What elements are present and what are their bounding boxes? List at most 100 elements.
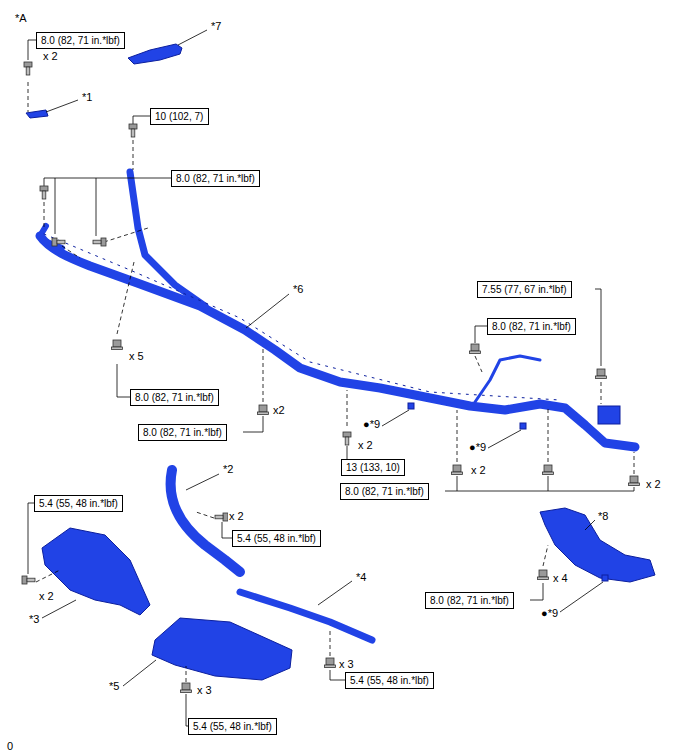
torque-value: 5.4 (55, 48 in.*lbf): [39, 498, 118, 509]
install-line: [634, 452, 635, 474]
callout-number: *A: [14, 12, 28, 25]
leader-line: [123, 660, 156, 686]
part-detail: [44, 234, 560, 400]
torque-box: 5.4 (55, 48 in.*lbf): [34, 495, 123, 512]
torque-box: 8.0 (82, 71 in.*lbf): [36, 32, 125, 49]
install-line: [543, 545, 548, 566]
install-line: [28, 82, 29, 112]
torque-box: 8.0 (82, 71 in.*lbf): [340, 483, 429, 500]
leader-line: [595, 289, 601, 366]
callout-number: *6: [292, 283, 304, 296]
torque-box: 5.4 (55, 48 in.*lbf): [188, 718, 277, 735]
install-line: [347, 390, 348, 426]
quantity-label: x 2: [357, 439, 374, 452]
leader-line: [560, 582, 603, 612]
callout-number: *3: [28, 613, 40, 626]
install-line: [263, 348, 264, 402]
quantity-label: x2: [272, 404, 286, 417]
torque-value: 8.0 (82, 71 in.*lbf): [176, 173, 255, 184]
leader-line: [133, 116, 150, 124]
torque-value: 8.0 (82, 71 in.*lbf): [492, 321, 571, 332]
torque-box: 13 (133, 10): [341, 459, 405, 476]
leader-line: [488, 430, 521, 448]
callout-number: *2: [222, 463, 234, 476]
install-line: [196, 512, 214, 518]
quantity-label: x 2: [38, 590, 55, 603]
install-line: [330, 630, 331, 656]
torque-box: 10 (102, 7): [150, 108, 209, 125]
leader-line: [246, 294, 289, 328]
torque-value: 8.0 (82, 71 in.*lbf): [41, 35, 120, 46]
quantity-label: x 4: [552, 572, 569, 585]
install-line: [62, 246, 80, 258]
quantity-label: x 2: [645, 478, 662, 491]
leader-line: [243, 416, 263, 432]
heat-insulator: [42, 528, 150, 615]
torque-box: 7.55 (77, 67 in.*lbf): [477, 281, 572, 298]
wire-harness: [475, 356, 540, 402]
quantity-label: x 2: [42, 50, 59, 63]
leader-line: [530, 583, 543, 600]
torque-box: 8.0 (82, 71 in.*lbf): [130, 389, 219, 406]
clip: [408, 403, 414, 409]
torque-value: 8.0 (82, 71 in.*lbf): [345, 486, 424, 497]
callout-number: *8: [597, 510, 609, 523]
leader-line: [585, 520, 595, 530]
torque-box: 8.0 (82, 71 in.*lbf): [138, 424, 227, 441]
leader-line: [382, 410, 409, 426]
install-line: [44, 202, 45, 228]
leader-line: [475, 326, 487, 343]
torque-value: 5.4 (55, 48 in.*lbf): [350, 675, 429, 686]
heat-insulator: [240, 592, 372, 640]
callout-number: *4: [355, 571, 367, 584]
install-line: [186, 666, 187, 682]
callout-number: ●*9: [468, 441, 487, 454]
heat-insulator: [128, 44, 182, 64]
leader-line: [186, 474, 219, 490]
install-line: [601, 382, 602, 404]
install-line: [104, 228, 148, 242]
quantity-label: x 5: [128, 350, 145, 363]
bracket: [26, 110, 48, 118]
torque-box: 8.0 (82, 71 in.*lbf): [487, 318, 576, 335]
torque-value: 5.4 (55, 48 in.*lbf): [193, 721, 272, 732]
quantity-label: x 3: [338, 658, 355, 671]
callout-number: *1: [81, 91, 93, 104]
torque-value: 13 (133, 10): [346, 462, 400, 473]
torque-value: 5.4 (55, 48 in.*lbf): [237, 533, 316, 544]
callout-number: ●*9: [362, 418, 381, 431]
torque-box: 8.0 (82, 71 in.*lbf): [171, 170, 260, 187]
wire-harness: [130, 172, 205, 306]
torque-box: 5.4 (55, 48 in.*lbf): [232, 530, 321, 547]
leader-line: [28, 40, 36, 60]
leader-line: [330, 670, 345, 680]
torque-value: 10 (102, 7): [155, 111, 203, 122]
install-line: [117, 262, 134, 334]
callout-number: *5: [108, 680, 120, 693]
leader-line: [28, 503, 34, 574]
install-line: [133, 140, 134, 170]
torque-box: 8.0 (82, 71 in.*lbf): [425, 592, 514, 609]
clip: [520, 423, 526, 429]
leader-line: [445, 476, 634, 491]
leader-line: [46, 100, 78, 112]
wire-harness: [40, 236, 635, 447]
quantity-label: x 3: [196, 684, 213, 697]
torque-value: 8.0 (82, 71 in.*lbf): [135, 392, 214, 403]
torque-value: 8.0 (82, 71 in.*lbf): [430, 595, 509, 606]
install-line: [36, 570, 60, 582]
quantity-label: 0: [6, 740, 14, 753]
heat-insulator: [540, 508, 655, 582]
torque-value: 7.55 (77, 67 in.*lbf): [482, 284, 567, 295]
leader-line: [178, 30, 207, 45]
callout-number: *7: [210, 20, 222, 33]
heat-insulator: [152, 618, 292, 680]
leader-line: [44, 178, 171, 236]
connector: [598, 406, 620, 424]
install-line: [548, 408, 549, 462]
torque-box: 5.4 (55, 48 in.*lbf): [345, 672, 434, 689]
leader-line: [222, 522, 232, 538]
quantity-label: x 2: [228, 510, 245, 523]
torque-value: 8.0 (82, 71 in.*lbf): [143, 427, 222, 438]
